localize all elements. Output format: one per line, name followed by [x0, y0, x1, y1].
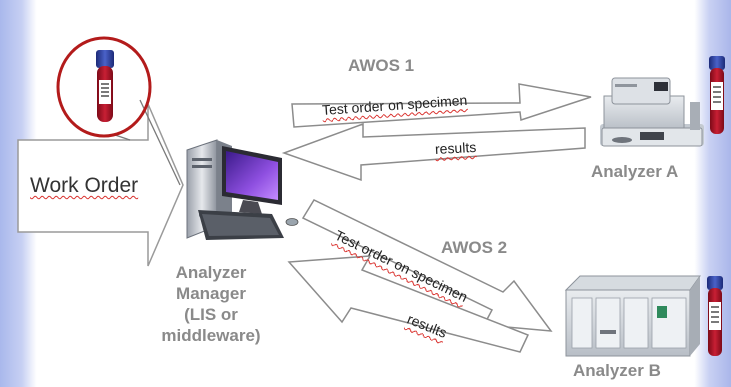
analyzer-a-label: Analyzer A: [591, 162, 679, 181]
arrow-results-b: [287, 255, 530, 353]
highlight-circle: [56, 36, 152, 138]
computer-icon: [186, 139, 299, 240]
awos2-label: AWOS 2: [441, 238, 508, 257]
analyzer-manager-label: Analyzer Manager (LIS or middleware): [152, 262, 270, 346]
specimen-tube-icon: [96, 50, 114, 122]
arrow-a-back-label: results: [434, 138, 477, 157]
analyzer-a-icon: [600, 77, 704, 147]
specimen-tube-a-icon: [709, 56, 725, 134]
manager-line-2: Manager: [176, 284, 246, 303]
analyzer-b-label: Analyzer B: [573, 361, 661, 380]
manager-line-3: (LIS or: [184, 305, 238, 324]
work-order-label: Work Order: [30, 174, 139, 197]
arrow-test-order-b: [301, 199, 553, 332]
arrow-results-a: [281, 122, 586, 182]
specimen-tube-b-icon: [707, 276, 723, 356]
analyzer-b-icon: [564, 275, 701, 357]
connector-line: [139, 99, 181, 186]
awos1-label: AWOS 1: [348, 56, 415, 75]
arrow-test-order-a: [291, 83, 592, 128]
manager-line-4: middleware): [161, 326, 261, 345]
manager-line-1: Analyzer: [175, 263, 247, 282]
work-order-arrow: [17, 103, 184, 267]
